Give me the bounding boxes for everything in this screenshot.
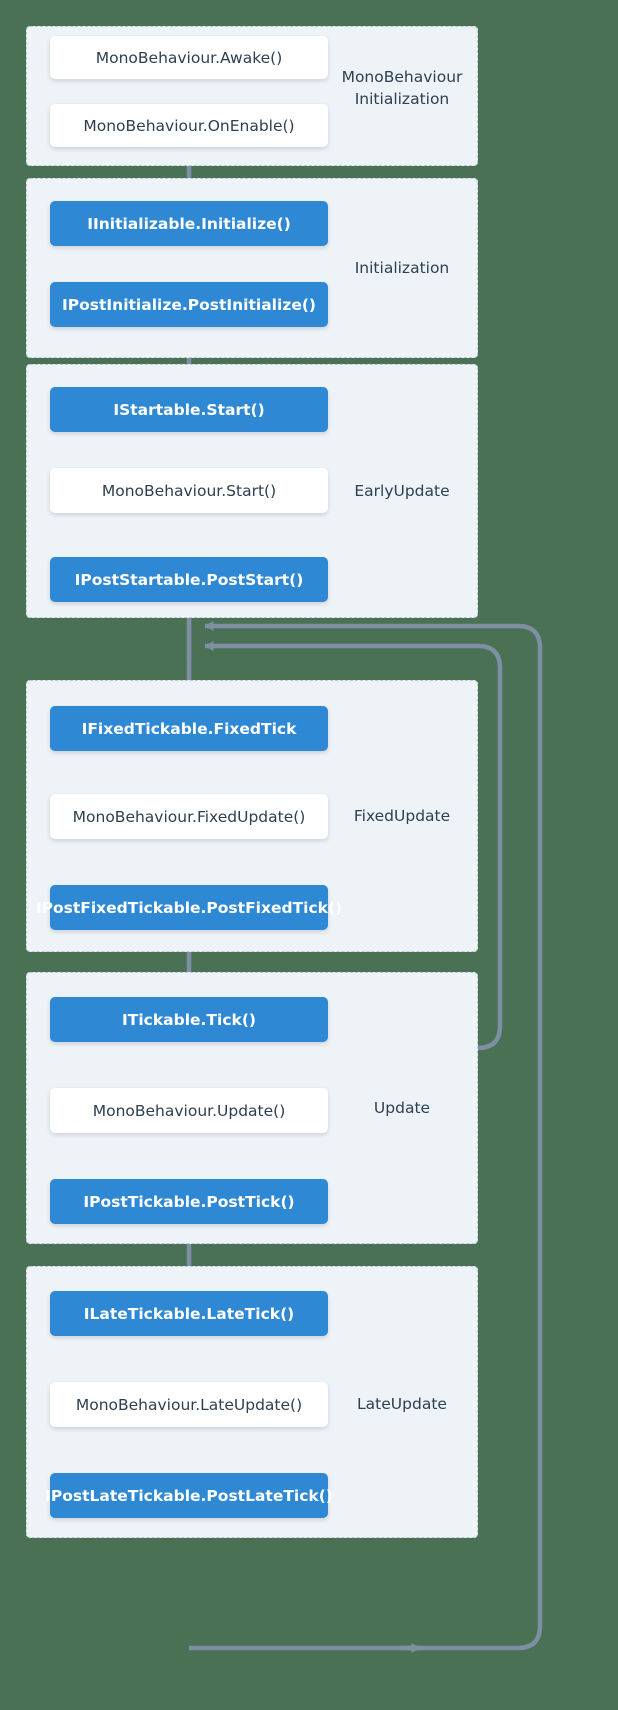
node-iinitializable-initialize[interactable]: IInitializable.Initialize() xyxy=(50,201,328,246)
node-ipostfixedtickable-postfixedtick[interactable]: IPostFixedTickable.PostFixedTick() xyxy=(36,885,342,930)
node-mb-start[interactable]: MonoBehaviour.Start() xyxy=(50,468,328,513)
group-label-earlyupdate: EarlyUpdate xyxy=(354,482,450,500)
node-ipoststartable-poststart[interactable]: IPostStartable.PostStart() xyxy=(50,557,328,602)
group-label-update: Update xyxy=(373,1099,431,1117)
group-label-fixedupdate: FixedUpdate xyxy=(353,807,451,825)
node-ifixedtickable-fixedtick[interactable]: IFixedTickable.FixedTick xyxy=(50,706,328,751)
group-label-initialization: Initialization xyxy=(354,259,450,277)
node-ilatetickable-latetick[interactable]: ILateTickable.LateTick() xyxy=(50,1291,328,1336)
group-label-monobehaviour-initialization: MonoBehaviour Initialization xyxy=(341,68,463,108)
group-label-lateupdate: LateUpdate xyxy=(357,1395,447,1413)
node-ipostinitialize-postinitialize[interactable]: IPostInitialize.PostInitialize() xyxy=(50,282,328,327)
node-mb-update[interactable]: MonoBehaviour.Update() xyxy=(50,1088,328,1133)
node-mb-fixedupdate[interactable]: MonoBehaviour.FixedUpdate() xyxy=(50,794,328,839)
node-iposttickable-posttick[interactable]: IPostTickable.PostTick() xyxy=(50,1179,328,1224)
node-ipostlatetickable-postlatetick[interactable]: IPostLateTickable.PostLateTick() xyxy=(45,1473,333,1518)
node-mb-onenable[interactable]: MonoBehaviour.OnEnable() xyxy=(50,104,328,147)
node-mb-awake[interactable]: MonoBehaviour.Awake() xyxy=(50,36,328,79)
node-itickable-tick[interactable]: ITickable.Tick() xyxy=(50,997,328,1042)
node-istartable-start[interactable]: IStartable.Start() xyxy=(50,387,328,432)
node-mb-lateupdate[interactable]: MonoBehaviour.LateUpdate() xyxy=(50,1382,328,1427)
